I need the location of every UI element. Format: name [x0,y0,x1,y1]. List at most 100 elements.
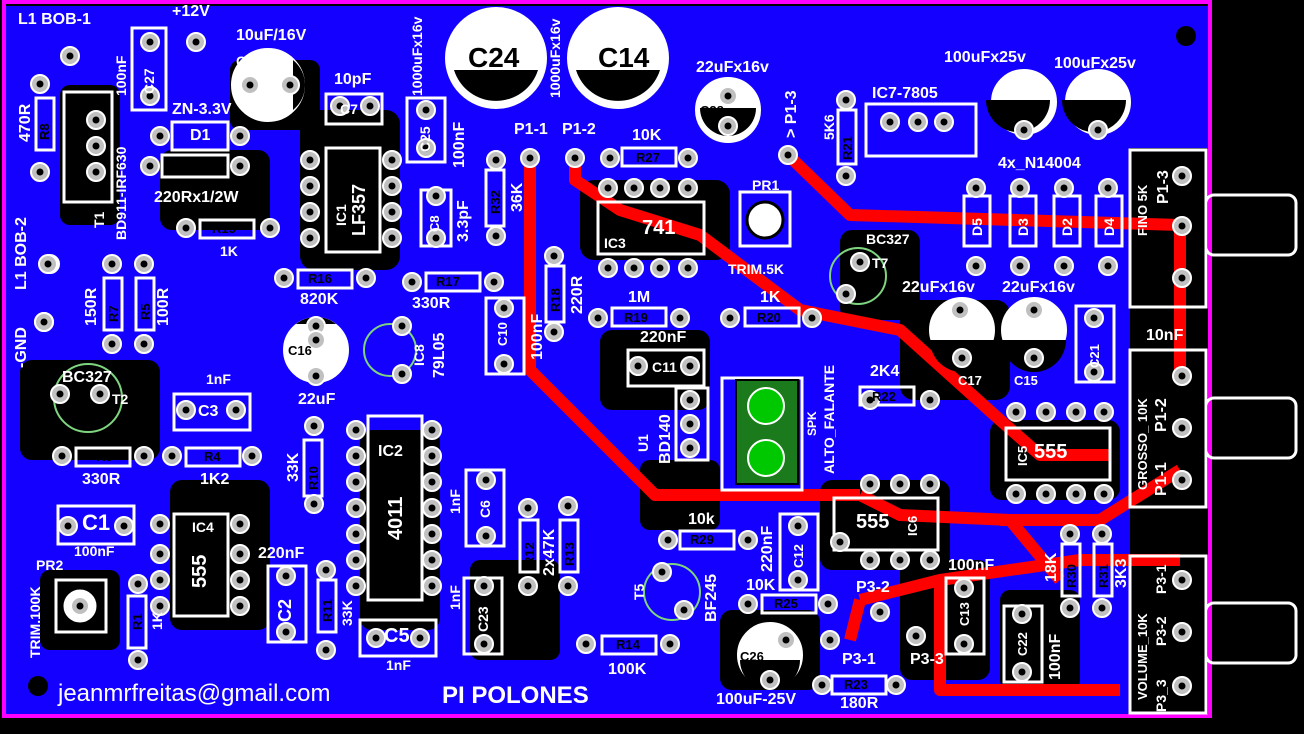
label-c2: C2 [275,598,295,622]
pad-drill-hole [664,536,672,544]
label-r10-value: 33K [285,452,302,482]
pad-drill-hole [140,340,148,348]
pad-drill-hole [524,582,532,590]
pad-drill-hole [1178,476,1186,484]
label-c27: C27 [141,68,157,94]
pad-drill-hole [594,314,602,322]
pad-drill-hole [912,632,920,640]
pad-drill-hole [140,260,148,268]
pad-drill-hole [92,142,100,150]
pad-drill-hole [1012,490,1020,498]
pad-drill-hole [480,582,488,590]
label-r14-value: 100K [608,661,647,678]
pad-drill-hole [1178,628,1186,636]
label-r10: R10 [306,466,321,490]
pad-drill-hole [1012,408,1020,416]
label-ic8-part: 79L05 [431,332,448,378]
label-r5-value: 330R [82,471,121,488]
pad-drill-hole [352,426,360,434]
pad-drill-hole [500,360,508,368]
pad-drill-hole [1042,408,1050,416]
pad-drill-hole [958,354,966,362]
ic8-body [363,323,417,377]
pad-drill-hole [366,102,374,110]
pad-drill-hole [352,582,360,590]
label-r13: R13 [562,542,577,566]
pad-drill-hole [571,154,579,162]
label-c23-value: 1nF [447,585,463,610]
pad-drill-hole [1090,314,1098,322]
r32-outline [484,168,506,228]
pad-drill-hole [286,81,294,89]
pad-drill-hole [1066,530,1074,538]
label-c12: C12 [791,544,806,568]
pad-drill-hole [1016,184,1024,192]
label-c25: C25 [417,126,433,152]
label-r20: R20 [757,310,781,325]
pad-drill-hole [422,106,430,114]
pad-drill-hole [92,168,100,176]
pad-drill-hole [656,264,664,272]
pr2-outline [54,578,108,634]
r7-outline [102,276,124,332]
label-c21-value: 10nF [1146,327,1184,344]
label-ic4: IC4 [192,519,214,535]
pad-drill-hole [1066,604,1074,612]
r17-outline [424,271,482,293]
label-r19-value: 1M [628,289,651,306]
label-r15-value: 1K [220,243,238,259]
pad-drill-hole [56,390,64,398]
r20-outline [743,306,801,328]
label-c21: C21 [1087,344,1102,368]
pad-drill-hole [926,396,934,404]
pad-drill-hole [604,184,612,192]
pad-drill-hole [310,422,318,430]
pad-drill-hole [1090,368,1098,376]
pad-drill-hole [388,208,396,216]
pad-drill-hole [1018,610,1026,618]
label-r17-value: 330R [412,295,451,312]
pad-drill-hole [564,582,572,590]
project-name: PI POLONES [442,682,589,709]
pad-drill-hole [408,278,416,286]
pad-drill-hole [744,600,752,608]
pad-drill-hole [956,306,964,314]
p1-3-pot-shaft [1204,193,1298,257]
label-p1-2r: P1-2 [1153,398,1170,432]
pad-drill-hole [92,116,100,124]
pad-drill-hole [428,556,436,564]
pad-drill-hole [630,184,638,192]
pad-drill-hole [388,182,396,190]
pad-drill-hole [168,452,176,460]
label-c9: C9 [236,53,254,69]
pad-drill-hole [192,38,200,46]
pad-drill-hole [686,444,694,452]
pr1-knob [745,200,785,240]
pad-drill-hole [140,452,148,460]
pad-drill-hole [352,530,360,538]
label-ic1-part: LF357 [349,183,369,236]
label-alto: ALTO_FALANTE [821,364,837,474]
pad-drill-hole [236,550,244,558]
label-t1: T1 [91,211,107,228]
label-c24: C24 [468,42,520,73]
label-t2: T2 [112,391,129,407]
pad-drill-hole [1178,172,1186,180]
c21-outline [1074,304,1116,384]
pad-drill-hole [1018,668,1026,676]
label-r7: R7 [106,305,121,322]
pad-drill-hole [156,520,164,528]
label-r27: R27 [636,150,660,165]
p3-pot-shaft [1204,601,1298,665]
ic7-outline [864,102,978,158]
pad-drill-hole [524,504,532,512]
pad-drill-hole [282,572,290,580]
pad-drill-hole [96,390,104,398]
label-c17-value: 22uFx16v [902,279,975,296]
pad-drill-hole [1094,126,1102,134]
r15-outline [198,218,256,240]
label-trim2: TRIM.100K [27,586,43,658]
mounting-holes [28,26,1196,696]
label-r29: R29 [690,532,714,547]
potentiometer-connectors [1128,148,1298,715]
